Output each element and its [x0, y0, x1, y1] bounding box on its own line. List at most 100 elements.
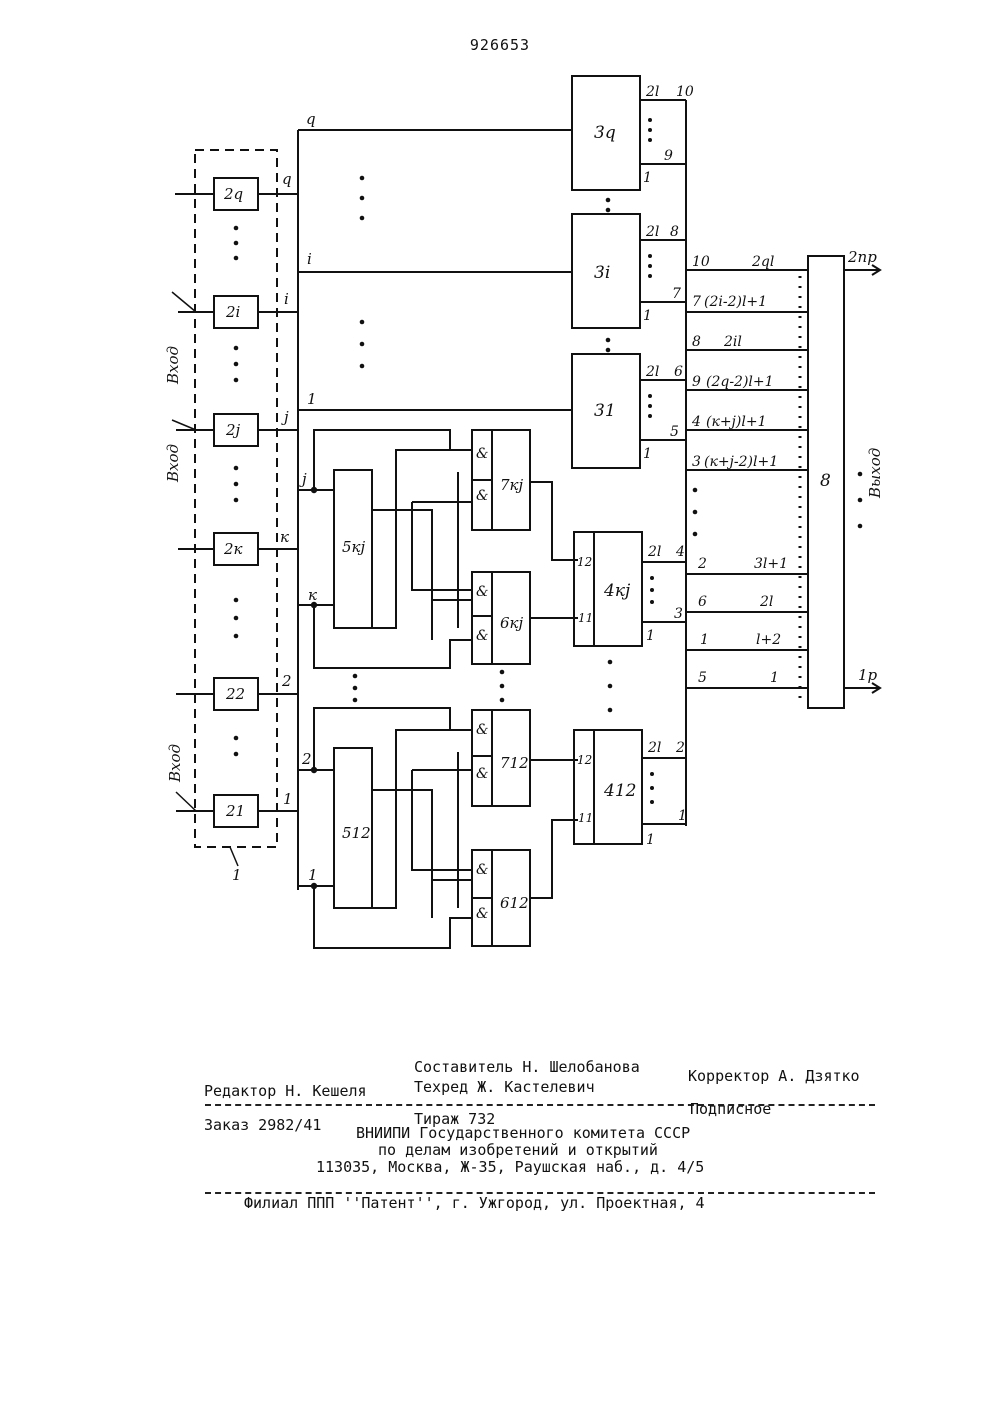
register-22: 22 [214, 678, 258, 710]
svg-text:&: & [476, 862, 488, 878]
svg-text:9: 9 [692, 374, 701, 390]
svg-text:3l+1: 3l+1 [754, 556, 788, 572]
bus-rows: 10 2ql 7 (2i-2)l+1 8 2il 9 (2q-2)l+1 4 (… [686, 254, 808, 688]
svg-text:2: 2 [675, 740, 685, 756]
svg-text:(к+j)l+1: (к+j)l+1 [706, 414, 766, 430]
svg-text:12: 12 [577, 753, 592, 767]
register-2q: 2q [214, 178, 258, 210]
svg-text:1: 1 [308, 866, 318, 884]
block-8: 8 [808, 256, 844, 708]
svg-text:31: 31 [594, 401, 616, 421]
svg-text:5: 5 [670, 424, 679, 440]
svg-text:21: 21 [225, 802, 245, 820]
svg-text:3q: 3q [594, 123, 616, 143]
svg-text:8: 8 [820, 471, 831, 491]
svg-text:11: 11 [578, 611, 593, 625]
register-2k: 2к [214, 533, 258, 565]
block-3i: 3i 2l 8 7 1 [572, 214, 686, 328]
svg-text:1: 1 [700, 632, 709, 648]
svg-text:l+2: l+2 [756, 632, 781, 648]
svg-text:&: & [476, 628, 488, 644]
svg-text:2l: 2l [647, 740, 661, 756]
svg-text:1: 1 [643, 170, 652, 186]
svg-text:512: 512 [342, 824, 371, 842]
svg-text:8: 8 [692, 334, 701, 350]
svg-text:1р: 1р [858, 666, 878, 684]
corrector: Корректор А. Дзятко [688, 1067, 860, 1085]
svg-text:1: 1 [283, 790, 293, 808]
address: 113035, Москва, Ж-35, Раушская наб., д. … [316, 1158, 704, 1176]
svg-text:712: 712 [500, 754, 529, 772]
svg-text:1: 1 [307, 390, 317, 408]
svg-text:8: 8 [670, 224, 679, 240]
svg-text:&: & [476, 584, 488, 600]
svg-text:(2q-2)l+1: (2q-2)l+1 [706, 374, 774, 390]
register-21: 21 [214, 795, 258, 827]
svg-text:2il: 2il [723, 334, 742, 350]
svg-text:3: 3 [674, 606, 683, 622]
svg-text:(к+j-2)l+1: (к+j-2)l+1 [704, 454, 778, 470]
svg-text:5кj: 5кj [342, 538, 366, 556]
svg-text:2: 2 [301, 750, 312, 768]
svg-text:2l: 2l [645, 364, 659, 380]
svg-text:4: 4 [691, 414, 701, 430]
svg-text:1: 1 [646, 628, 655, 644]
svg-text:&: & [476, 722, 488, 738]
block-612: & & 612 [472, 850, 530, 946]
block-31: 31 2l 6 5 1 [572, 354, 686, 468]
circuit-diagram: 1 2q 2i 2j 2к 22 21 [0, 0, 1000, 1020]
svg-text:1: 1 [643, 446, 652, 462]
subscription: Подписное [690, 1100, 771, 1118]
order: Заказ 2982/41 [204, 1116, 321, 1134]
svg-text:2пр: 2пр [847, 248, 877, 266]
svg-text:10: 10 [692, 254, 710, 270]
block-5kj: 5кj [334, 470, 372, 628]
svg-text:(2i-2)l+1: (2i-2)l+1 [704, 294, 767, 310]
svg-text:к: к [280, 528, 289, 546]
block-712: & & 712 [472, 710, 530, 806]
svg-text:1: 1 [678, 808, 687, 824]
svg-text:2: 2 [697, 556, 707, 572]
svg-text:2j: 2j [225, 421, 241, 439]
svg-text:j: j [299, 470, 307, 488]
svg-text:3i: 3i [594, 263, 610, 283]
org-line-2: по делам изобретений и открытий [378, 1141, 658, 1159]
input-label-1: Вход [164, 346, 182, 385]
svg-text:4кj: 4кj [603, 581, 631, 601]
svg-text:9: 9 [664, 148, 673, 164]
svg-text:6кj: 6кj [500, 614, 524, 632]
svg-text:к: к [308, 586, 317, 604]
divider-top [205, 1104, 875, 1106]
block-3q: 3q 2l 10 9 1 [572, 76, 694, 190]
svg-text:7: 7 [692, 294, 701, 310]
tech-editor: Техред Ж. Кастелевич [414, 1078, 595, 1096]
svg-text:4: 4 [675, 544, 685, 560]
output-label: Выход [866, 448, 884, 499]
block-7kj: & & 7кj [472, 430, 530, 530]
block-4kj: 12 11 4кj 2l 4 3 1 [574, 532, 686, 646]
svg-text:1: 1 [646, 832, 655, 848]
block-1-label: 1 [232, 866, 242, 884]
svg-text:1: 1 [643, 308, 652, 324]
svg-text:2: 2 [281, 672, 292, 690]
svg-text:&: & [476, 446, 488, 462]
svg-text:3: 3 [692, 454, 701, 470]
branch: Филиал ППП ''Патент'', г. Ужгород, ул. П… [244, 1194, 705, 1212]
svg-text:&: & [476, 488, 488, 504]
svg-text:2q: 2q [223, 185, 243, 203]
block-512: 512 [334, 748, 372, 908]
svg-text:6: 6 [698, 594, 707, 610]
svg-text:i: i [284, 290, 289, 308]
svg-text:22: 22 [225, 685, 245, 703]
input-label-3: Вход [166, 744, 184, 783]
input-label-2: Вход [164, 444, 182, 483]
svg-text:1: 1 [770, 670, 779, 686]
svg-text:7кj: 7кj [500, 476, 524, 494]
svg-text:412: 412 [603, 781, 636, 801]
svg-text:&: & [476, 906, 488, 922]
svg-text:2ql: 2ql [751, 254, 774, 270]
svg-text:q: q [306, 110, 316, 128]
svg-text:2l: 2l [759, 594, 773, 610]
svg-text:2l: 2l [645, 84, 659, 100]
block-6kj: & & 6кj [472, 572, 530, 664]
